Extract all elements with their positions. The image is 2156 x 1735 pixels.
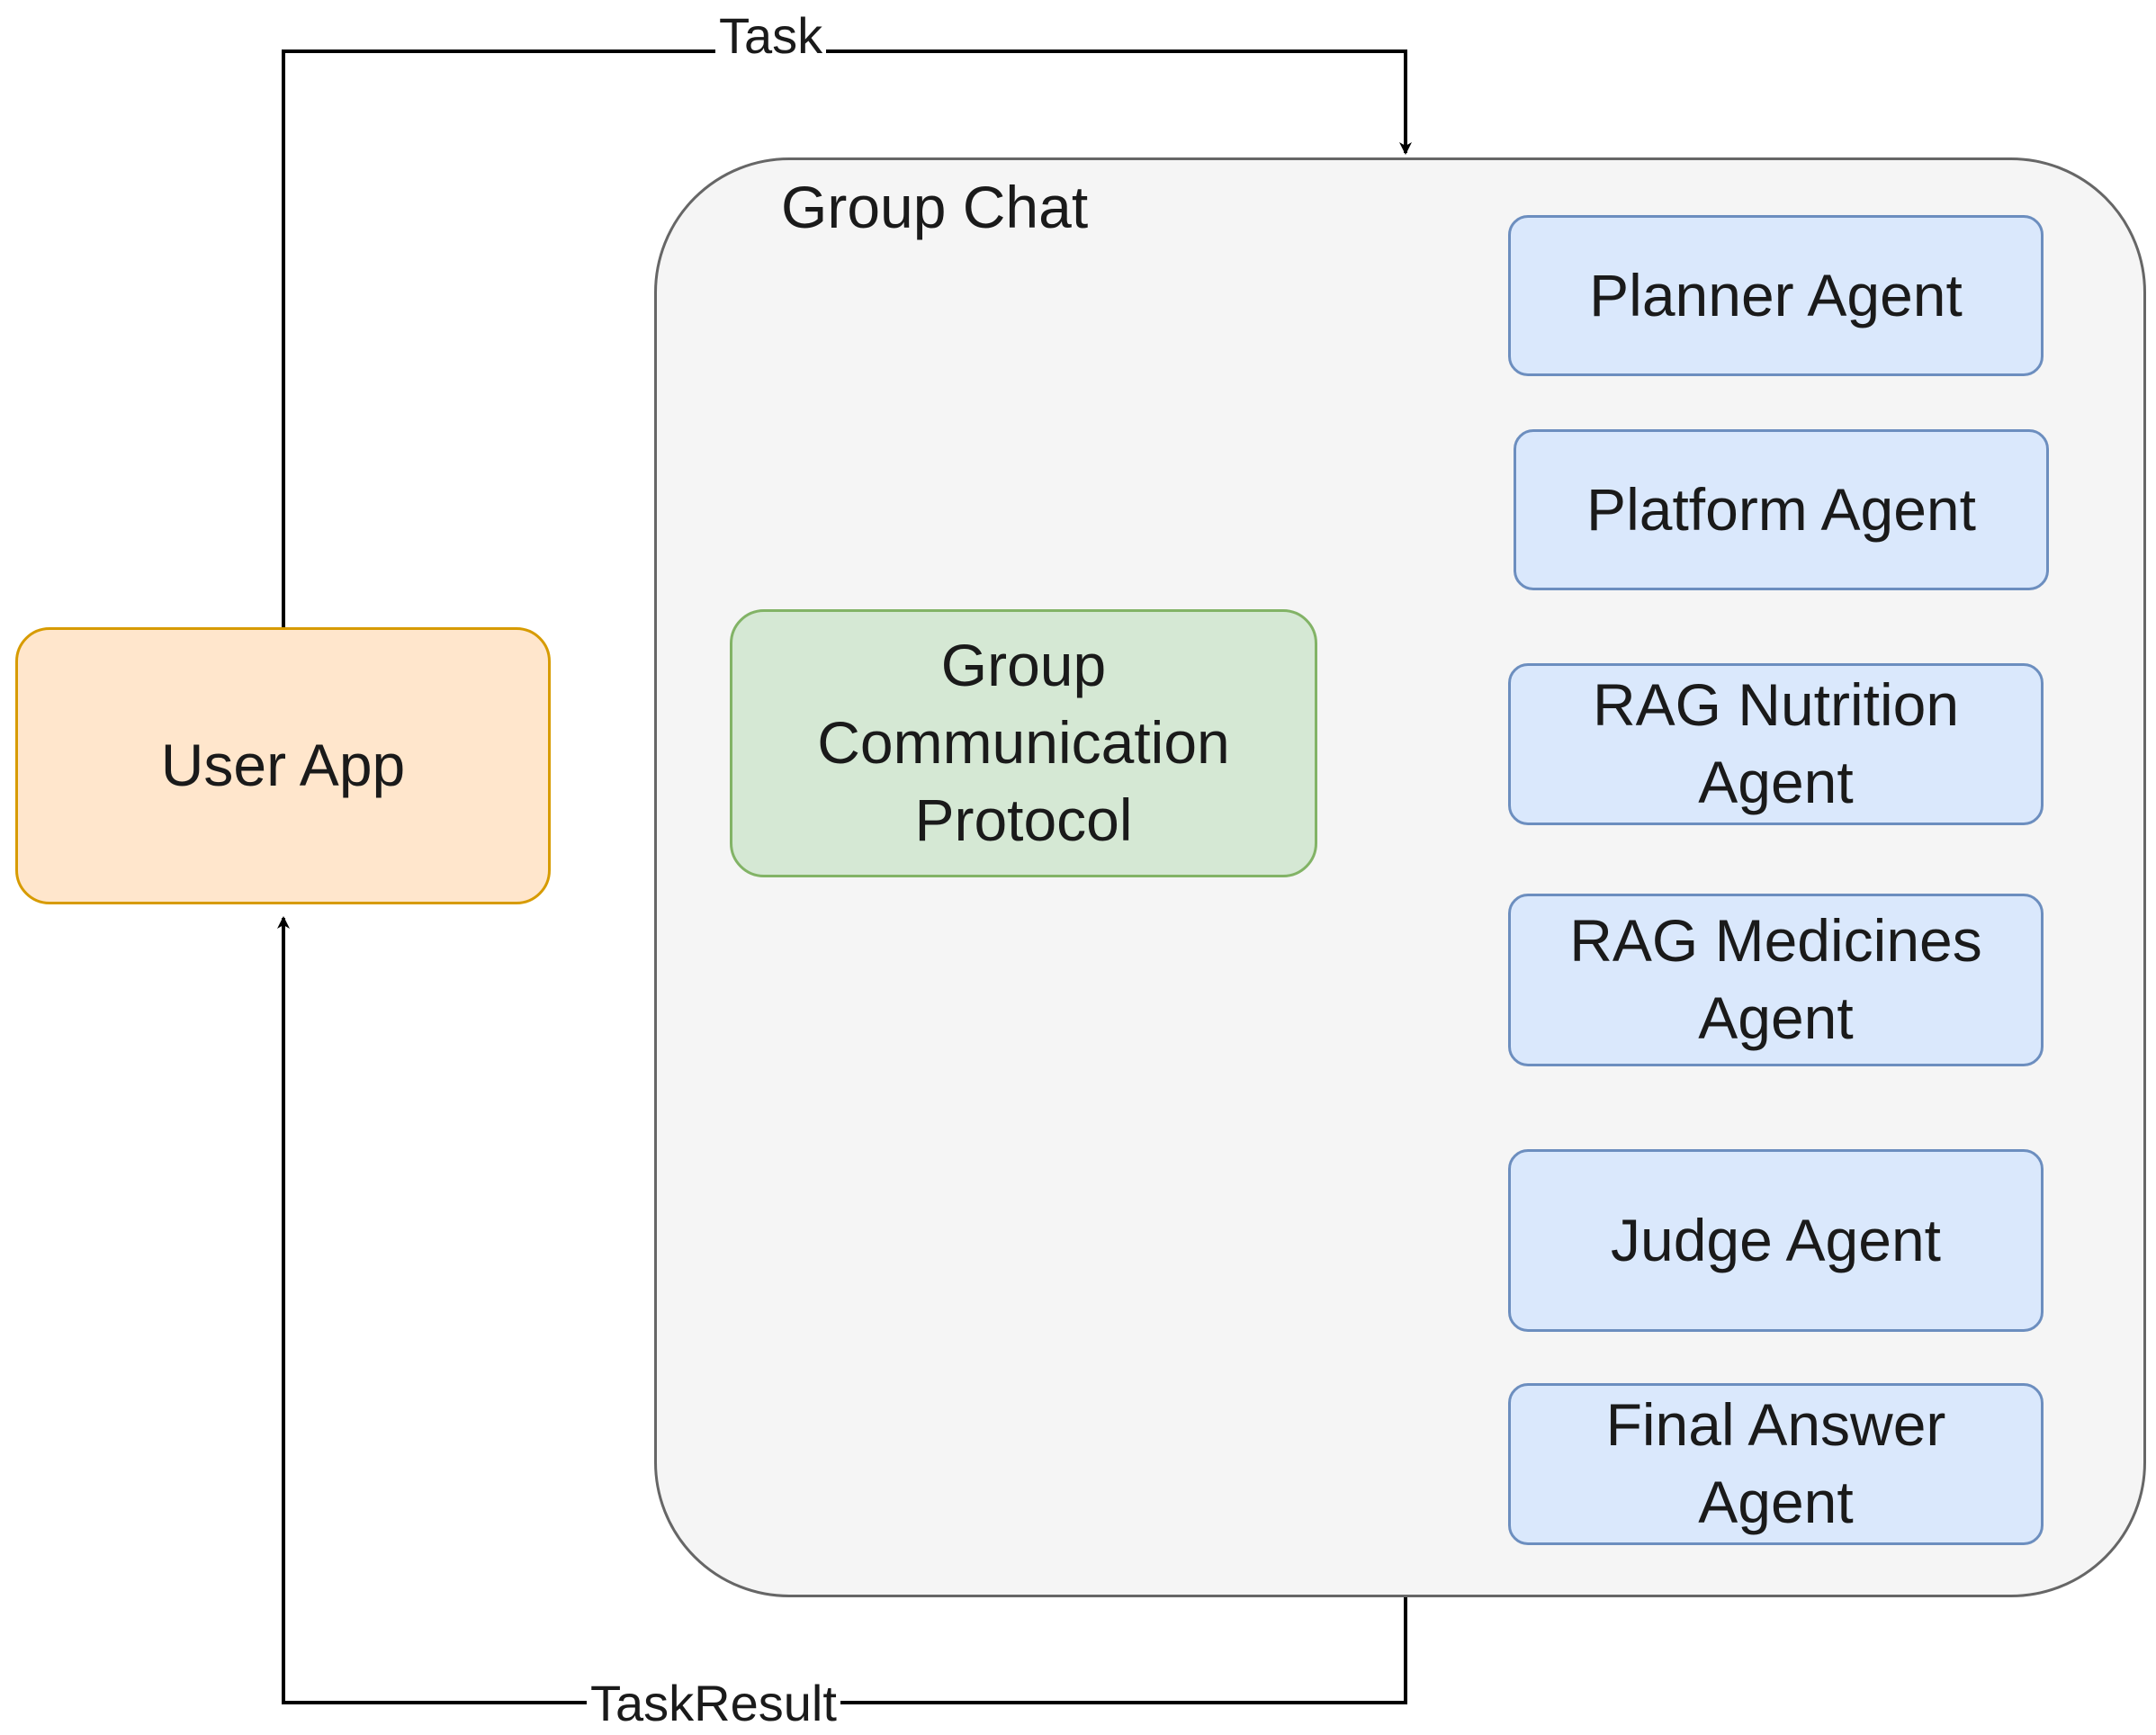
planner-agent-node: Planner Agent [1508,215,2044,376]
group-chat-title: Group Chat [781,174,1089,240]
final-answer-agent-node: Final Answer Agent [1508,1383,2044,1545]
task-edge-label: Task [715,11,827,61]
group-communication-protocol-node: Group Communication Protocol [730,609,1317,877]
user-app-node: User App [15,627,551,904]
task-result-edge-label: TaskResult [587,1678,840,1729]
group-chat-container [654,157,2146,1597]
judge-agent-node: Judge Agent [1508,1149,2044,1332]
rag-medicines-agent-node: RAG Medicines Agent [1508,894,2044,1066]
platform-agent-node: Platform Agent [1514,429,2049,590]
task-result-edge [277,916,1407,1704]
rag-nutrition-agent-node: RAG Nutrition Agent [1508,663,2044,825]
task-edge [282,49,1412,627]
